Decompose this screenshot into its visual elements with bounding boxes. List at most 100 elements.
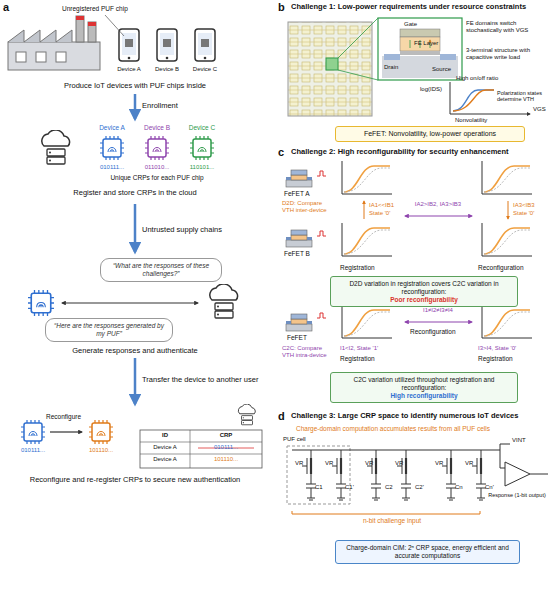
text-label: Cn [455, 484, 463, 491]
art-shape [332, 450, 346, 500]
text-label: FeFET A [284, 190, 310, 197]
text-label: 101110... [79, 447, 123, 454]
art-shape [400, 51, 440, 55]
box-text: Charge-domain CiM: 2ⁿ CRP space, energy … [341, 544, 514, 560]
text-label: a [3, 1, 9, 14]
art-shape [88, 22, 96, 26]
text-label: FE Layer [414, 40, 438, 47]
text-label: FeFET B [284, 250, 310, 257]
text-label: I1≠I2≠I3≠I4 [403, 307, 473, 314]
text-label: Challenge 1: Low-power requirements unde… [291, 3, 526, 12]
text-label: Register and store CRPs in the cloud [10, 189, 260, 198]
art-shape [500, 444, 510, 450]
art-shape [375, 458, 377, 474]
authenticate-illustration [28, 284, 238, 318]
art-shape [21, 420, 45, 444]
text-label: 110101... [182, 164, 222, 171]
text-label: Unique CRPs for each PUF chip [92, 174, 222, 181]
art-shape [400, 37, 440, 51]
text-label: Device B [149, 66, 185, 73]
text-label: Registration [340, 264, 375, 271]
art-shape [302, 450, 316, 500]
art-shape [442, 450, 456, 500]
text-label: IA1<<IB1 [369, 202, 394, 209]
art-shape [134, 204, 137, 252]
art-shape [145, 136, 169, 160]
text-label: Source [432, 66, 451, 73]
art-shape [472, 450, 486, 500]
text-label: Registration [478, 355, 513, 362]
art-shape [340, 458, 342, 474]
enrollment-illustration [42, 130, 214, 164]
art-shape [287, 446, 350, 504]
text-label: 010111... [92, 164, 132, 171]
box-text: “What are the responses of these challen… [106, 262, 216, 278]
art-shape [105, 15, 124, 36]
text-label: Device C [182, 124, 222, 131]
art-shape [286, 230, 312, 247]
art-shape [342, 161, 392, 194]
art-shape [342, 223, 392, 256]
art-shape [378, 18, 462, 80]
text-label: Device C [187, 66, 223, 73]
text-label: Challenge 2: High reconfigurability for … [291, 148, 509, 157]
art-shape [8, 42, 100, 70]
art-shape [140, 430, 262, 468]
art-shape [36, 52, 46, 62]
text-label: Nonvolatility [455, 117, 487, 124]
text-label: Charge-domain computation accumulates re… [296, 425, 490, 432]
art-shape [8, 30, 72, 42]
art-shape [157, 29, 177, 61]
text-label: FeFET [287, 334, 307, 341]
text-label: Reconfigure and re-register CRPs to secu… [5, 476, 265, 485]
d2d-illustration [286, 161, 532, 318]
art-shape [405, 458, 407, 474]
art-shape [76, 16, 84, 42]
text-label: VINT [512, 437, 526, 444]
text-label: d [278, 410, 285, 423]
text-label: PUF cell [283, 436, 306, 443]
art-shape [190, 136, 214, 160]
art-shape [384, 54, 400, 60]
text-label: Produce IoT devices with PUF chips insid… [10, 82, 260, 91]
art-shape [238, 404, 255, 425]
text-label: Device B [137, 124, 177, 131]
box-text: High reconfigurability [336, 392, 512, 400]
art-shape [134, 358, 137, 404]
summary-box: C2C variation utilized throughout regist… [330, 372, 518, 403]
text-label: ID [140, 432, 190, 439]
text-label: State '0' [513, 210, 534, 217]
text-label: IA3<IB3 [513, 202, 535, 209]
box-text: “Here are the responses generated by my … [51, 322, 167, 338]
text-label: Device A [111, 66, 147, 73]
text-label: C2 [385, 484, 393, 491]
text-label: 011010... [137, 164, 177, 171]
text-label: Enrollment [142, 102, 178, 111]
text-label: Reconfiguration [410, 328, 456, 335]
art-shape [453, 90, 494, 111]
art-shape [195, 29, 215, 61]
box-text: FeFET: Nonvolatility, low-power operatio… [341, 130, 519, 138]
summary-box: FeFET: Nonvolatility, low-power operatio… [335, 126, 525, 142]
text-label: Registration [340, 355, 375, 362]
text-label: VR [435, 460, 443, 467]
text-label: VR [395, 460, 403, 467]
art-shape [292, 511, 480, 514]
art-shape [317, 171, 326, 318]
reconfigure-illustration [21, 404, 262, 468]
art-shape [405, 321, 472, 322]
text-label: b [278, 1, 285, 14]
art-shape [440, 54, 456, 60]
text-label: Cn' [485, 484, 494, 491]
art-shape [342, 305, 392, 338]
text-label: Device A [92, 124, 132, 131]
art-shape [62, 302, 198, 303]
text-label: D2D: Compare VTH inter-device [282, 200, 332, 214]
art-shape [140, 430, 262, 468]
art-shape [480, 458, 482, 474]
text-label: C2C: Compare VTH intra-device [282, 345, 332, 359]
fefet-array [288, 18, 462, 116]
art-shape [326, 58, 338, 70]
text-label: C1 [315, 484, 323, 491]
text-label: FE domains switch stochastically with VG… [466, 20, 552, 34]
